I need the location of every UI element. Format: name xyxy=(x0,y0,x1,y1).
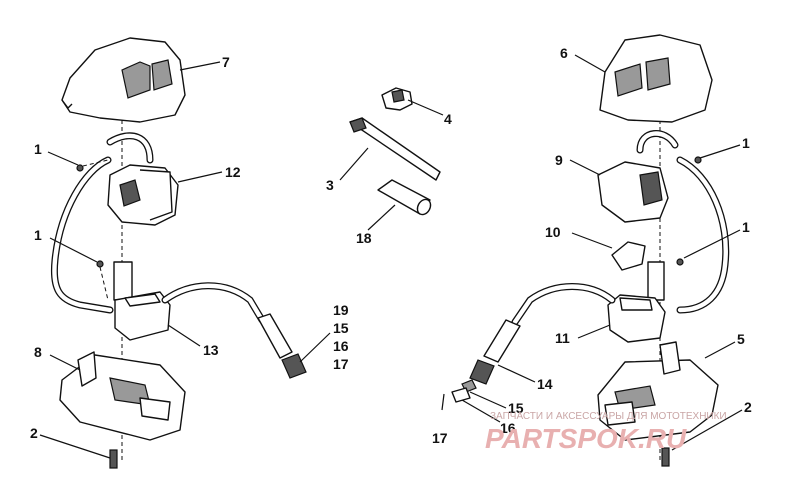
watermark-tagline: ЗАПЧАСТИ И АКСЕССУАРЫ ДЛЯ МОТОТЕХНИКИ xyxy=(490,411,727,422)
callout-8: 8 xyxy=(34,344,42,360)
switch-housing-left xyxy=(107,164,179,226)
callout-2-right: 2 xyxy=(744,399,752,415)
screw-right-mid xyxy=(676,258,684,266)
callout-1-left-top: 1 xyxy=(34,141,42,157)
callout-14: 14 xyxy=(537,376,553,392)
callout-16-left: 16 xyxy=(333,338,349,354)
callout-16-right: 16 xyxy=(500,420,516,436)
right-assembly xyxy=(441,34,730,467)
watermark: ЗАПЧАСТИ И АКСЕССУАРЫ ДЛЯ МОТОТЕХНИКИ PA… xyxy=(485,411,727,454)
callout-18: 18 xyxy=(356,230,372,246)
callout-1-left-mid: 1 xyxy=(34,227,42,243)
screw-left-mid xyxy=(96,260,109,301)
callout-15-right: 15 xyxy=(508,400,524,416)
callout-7: 7 xyxy=(222,54,230,70)
switch-housing-right xyxy=(597,161,669,223)
left-assembly xyxy=(50,37,307,469)
callout-2-left: 2 xyxy=(30,425,38,441)
callout-6: 6 xyxy=(560,45,568,61)
watermark-logo: PARTSPOK.RU xyxy=(485,423,687,454)
clip-part-4 xyxy=(381,87,413,111)
lower-housing-right xyxy=(597,341,719,441)
leader-lines xyxy=(39,54,743,459)
callout-3: 3 xyxy=(326,177,334,193)
callout-17-left: 17 xyxy=(333,356,349,372)
callout-1-right-top: 1 xyxy=(742,135,750,151)
cable-tie-part-3 xyxy=(349,117,441,181)
sleeve-part-18 xyxy=(377,179,432,216)
callout-12: 12 xyxy=(225,164,241,180)
screw-left-top xyxy=(76,159,109,172)
callout-1-right-mid: 1 xyxy=(742,219,750,235)
lower-switch-right xyxy=(607,294,666,343)
callout-labels: 7 6 4 1 12 3 1 9 18 1 10 1 19 15 16 17 1… xyxy=(30,45,752,446)
callout-13: 13 xyxy=(203,342,219,358)
callout-19: 19 xyxy=(333,302,349,318)
lower-switch-left xyxy=(114,291,171,341)
terminal-parts xyxy=(441,379,477,411)
callout-11: 11 xyxy=(555,330,570,346)
button-part-10 xyxy=(611,241,646,271)
upper-cover-right xyxy=(599,34,713,123)
callout-15-left: 15 xyxy=(333,320,349,336)
center-parts xyxy=(349,87,441,216)
callout-4: 4 xyxy=(444,111,452,127)
callout-5: 5 xyxy=(737,331,745,347)
bolt-left xyxy=(109,449,118,469)
upper-cover-left xyxy=(61,37,186,123)
screw-right-top xyxy=(694,156,702,164)
callout-17-right: 17 xyxy=(432,430,448,446)
lower-housing-left xyxy=(59,351,186,441)
bolt-right xyxy=(661,447,670,467)
callout-9: 9 xyxy=(555,152,563,168)
callout-10: 10 xyxy=(545,224,561,240)
